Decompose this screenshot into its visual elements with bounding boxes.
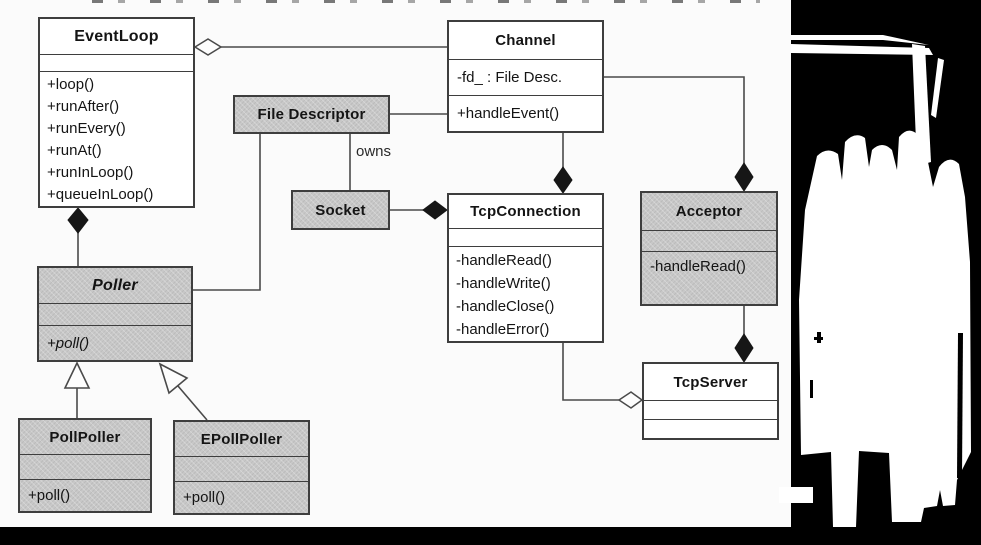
class-box-pollpoller: PollPoller +poll() xyxy=(18,418,152,513)
class-box-epollpoller: EPollPoller +poll() xyxy=(173,420,310,515)
method-label: -handleRead() xyxy=(642,251,776,304)
method-label: +queueInLoop() xyxy=(47,186,154,203)
method-label: +poll() xyxy=(175,481,308,513)
attributes-compartment xyxy=(39,303,191,325)
method-label: +runEvery() xyxy=(47,120,126,137)
class-name: PollPoller xyxy=(49,428,121,446)
cutoff-text-fragments xyxy=(92,0,760,3)
attributes-compartment xyxy=(175,456,308,481)
finger-streak xyxy=(931,58,944,118)
class-name: Acceptor xyxy=(675,203,743,220)
method-label: +runAfter() xyxy=(47,98,120,115)
methods-compartment: +loop() +runAfter() +runEvery() +runAt()… xyxy=(40,71,193,206)
class-box-socket: Socket xyxy=(291,190,390,230)
hollow-diamond-tcpserver xyxy=(617,391,644,409)
class-box-channel: Channel -fd_ : File Desc. +handleEvent() xyxy=(447,20,604,133)
hollow-diamond-eventloop xyxy=(193,38,223,56)
class-name: File Descriptor xyxy=(257,106,366,123)
method-label: -handleWrite() xyxy=(456,275,551,292)
method-label: -handleRead() xyxy=(456,252,552,269)
class-name: Channel xyxy=(495,32,556,49)
edge-tcpconnection-tcpserver xyxy=(562,343,620,401)
class-name: EventLoop xyxy=(74,27,159,45)
class-box-tcpconnection: TcpConnection -handleRead() -handleWrite… xyxy=(447,193,604,343)
book-page: EventLoop +loop() +runAfter() +runEvery(… xyxy=(0,0,791,527)
class-box-acceptor: Acceptor -handleRead() xyxy=(640,191,778,306)
page-edge-streak xyxy=(791,35,929,45)
method-label: +poll() xyxy=(39,325,191,360)
class-box-eventloop: EventLoop +loop() +runAfter() +runEvery(… xyxy=(38,17,195,208)
class-name: TcpServer xyxy=(673,373,748,391)
methods-compartment xyxy=(644,419,777,438)
methods-compartment: -handleRead() -handleWrite() -handleClos… xyxy=(449,246,602,341)
attributes-compartment xyxy=(644,400,777,419)
uml-connectors xyxy=(63,38,754,421)
attributes-compartment xyxy=(20,454,150,479)
attributes-compartment xyxy=(449,228,602,246)
class-name: Poller xyxy=(92,276,138,294)
hand-shadow-line xyxy=(957,333,963,478)
page-edge-streak xyxy=(791,44,933,55)
edge-label-owns: owns xyxy=(356,143,392,160)
method-label: +handleEvent() xyxy=(449,95,602,131)
class-name: EPollPoller xyxy=(200,430,283,448)
method-label: +poll() xyxy=(20,479,150,511)
filled-diamond-tcpconnection-socket xyxy=(422,200,448,220)
hand-mark xyxy=(814,337,823,340)
method-label: +runInLoop() xyxy=(47,164,134,181)
hand-mark xyxy=(810,380,813,398)
filled-diamond-tcpserver-acceptor xyxy=(734,333,754,363)
method-label: +runAt() xyxy=(47,142,102,159)
class-box-tcpserver: TcpServer xyxy=(642,362,779,440)
edge-epollpoller-poller xyxy=(177,385,208,421)
attributes-compartment xyxy=(40,54,193,71)
filled-diamond-acceptor-channel xyxy=(734,162,754,192)
class-name: TcpConnection xyxy=(470,203,581,220)
method-label: -handleClose() xyxy=(456,298,555,315)
method-label: -handleError() xyxy=(456,321,550,338)
class-box-file-descriptor: File Descriptor xyxy=(233,95,390,134)
hand-silhouette xyxy=(791,35,971,527)
page-edge-highlight xyxy=(779,487,813,503)
attributes-compartment xyxy=(642,230,776,251)
method-label: +loop() xyxy=(47,76,95,93)
inheritance-triangle-pollpoller xyxy=(63,361,91,389)
attribute-label: -fd_ : File Desc. xyxy=(449,59,602,95)
hand-blob xyxy=(799,130,971,527)
edge-filedescriptor-poller xyxy=(193,134,261,291)
class-name: Socket xyxy=(315,201,366,219)
inheritance-triangle-epollpoller xyxy=(158,362,189,395)
class-box-poller: Poller +poll() xyxy=(37,266,193,362)
filled-diamond-tcpconnection-channel xyxy=(553,166,573,194)
edge-channel-acceptor xyxy=(604,76,745,167)
filled-diamond-eventloop-poller xyxy=(67,207,89,234)
